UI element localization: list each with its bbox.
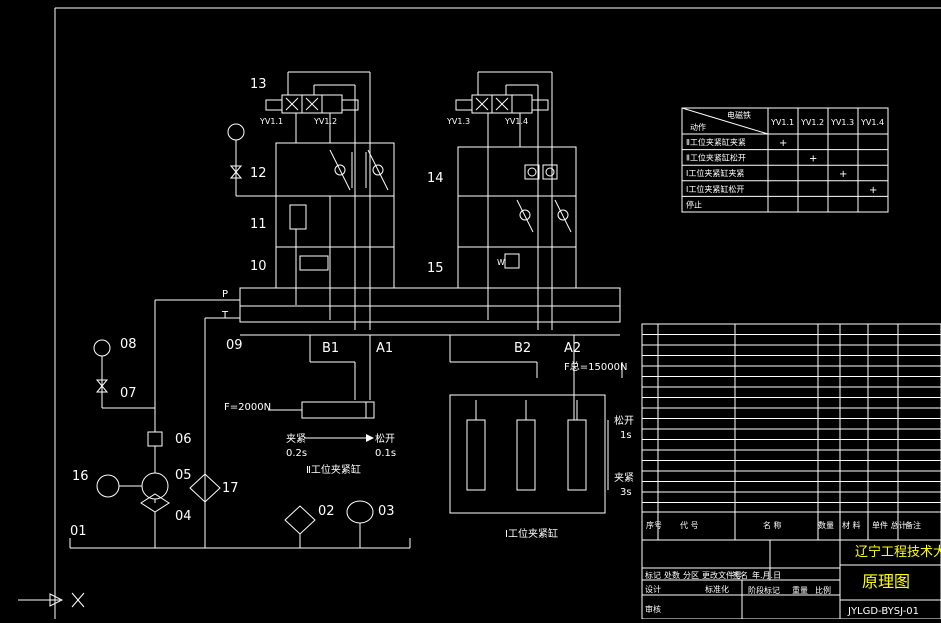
label-a1: A1 (376, 341, 393, 356)
label-08: 08 (120, 337, 137, 352)
label-11: 11 (250, 217, 267, 232)
label-04: 04 (175, 509, 192, 524)
left-valve-stack (227, 71, 395, 330)
table-corner-top: 电磁铁 (727, 110, 751, 120)
table-header-cell: YV1.2 (800, 118, 824, 127)
tb-header-qty: 数量 (818, 520, 834, 530)
cyl1-title: Ⅰ工位夹紧缸 (505, 527, 558, 540)
right-valve-stack (455, 71, 577, 330)
table-cell-mark: + (839, 169, 847, 180)
tb-header-seq: 序号 (646, 520, 662, 530)
cyl2-release: 松开 (375, 432, 395, 445)
table-header-cell: YV1.1 (770, 118, 794, 127)
tb-header-code: 代 号 (680, 520, 699, 530)
label-09: 09 (226, 338, 243, 353)
tb-sub-zone: 分区 (683, 571, 699, 580)
tb-sub-mark: 标记 (645, 570, 661, 580)
tb-drawing-title: 原理图 (862, 572, 910, 591)
tb-sub-weight: 重量 (792, 585, 808, 595)
pump-group (69, 339, 411, 549)
label-03: 03 (378, 504, 395, 519)
tb-sub-review: 审核 (645, 604, 661, 614)
label-yv11: YV1.1 (259, 117, 283, 126)
cyl2-release-time: 0.1s (375, 448, 396, 459)
label-yv14: YV1.4 (504, 117, 528, 126)
table-cell-mark: + (809, 154, 817, 165)
tb-sub-date: 年.月.日 (752, 570, 781, 580)
cyl1-clamp: 夹紧 (614, 471, 634, 484)
label-w: W (497, 258, 505, 267)
label-15: 15 (427, 261, 444, 276)
table-header-cell: YV1.4 (860, 118, 884, 127)
manifold-bars (154, 287, 621, 548)
tb-header-weight: 单件 总计 (872, 520, 907, 530)
label-t: T (221, 310, 229, 321)
tb-sub-stage: 阶段标记 (748, 585, 780, 595)
table-row-label: Ⅰ工位夹紧缸松开 (686, 184, 744, 194)
tb-drawing-number: JYLGD-BYSJ-01 (847, 606, 919, 617)
label-02: 02 (318, 504, 335, 519)
tb-header-name: 名 称 (763, 520, 782, 530)
label-14: 14 (427, 171, 444, 186)
tb-header-note: 备注 (905, 520, 921, 530)
tb-sub-doc: 更改文件号 (702, 570, 742, 580)
cyl2-title: Ⅱ工位夹紧缸 (306, 463, 361, 476)
tb-school: 辽宁工程技术大学 (855, 544, 941, 560)
title-block: 序号 代 号 名 称 数量 材 料 单件 总计 备注 标记 处数 分区 更改文件… (641, 323, 941, 620)
label-01: 01 (70, 524, 87, 539)
tb-sub-count: 处数 (664, 570, 680, 580)
table-cell-mark: + (779, 138, 787, 149)
label-16: 16 (72, 469, 89, 484)
label-05: 05 (175, 468, 192, 483)
table-header-cell: YV1.3 (830, 118, 854, 127)
cylinders-1 (449, 362, 623, 514)
tb-sub-sign: 签名 (732, 570, 748, 580)
label-b1: B1 (322, 341, 339, 356)
cyl2-clamp-time: 0.2s (286, 448, 307, 459)
table-row-label: Ⅱ工位夹紧缸松开 (686, 153, 746, 163)
component-labels: 13 12 11 10 14 15 08 07 06 05 04 16 17 0… (70, 77, 634, 540)
label-10: 10 (250, 259, 267, 274)
label-13: 13 (250, 77, 267, 92)
table-row-label: Ⅱ工位夹紧缸夹紧 (686, 137, 746, 147)
cyl1-clamp-time: 3s (620, 487, 632, 498)
tb-sub-scale: 比例 (815, 585, 831, 595)
label-a2: A2 (564, 341, 581, 356)
label-p: P (222, 289, 228, 300)
cylinder-2 (268, 401, 375, 442)
label-b2: B2 (514, 341, 531, 356)
table-corner-bottom: 动作 (690, 122, 706, 132)
label-yv12: YV1.2 (313, 117, 337, 126)
tb-header-material: 材 料 (842, 520, 861, 530)
table-cell-mark: + (869, 185, 877, 196)
tb-sub-design: 设计 (645, 584, 661, 594)
label-06: 06 (175, 432, 192, 447)
ucs-axis-icon (18, 592, 85, 608)
label-07: 07 (120, 386, 137, 401)
cyl1-release: 松开 (614, 414, 634, 427)
label-12: 12 (250, 166, 267, 181)
label-yv13: YV1.3 (446, 117, 470, 126)
cyl2-clamp: 夹紧 (286, 432, 306, 445)
cyl1-release-time: 1s (620, 430, 632, 441)
cyl2-force: F=2000N (224, 402, 271, 413)
table-row-label: Ⅰ工位夹紧缸夹紧 (686, 168, 744, 178)
cyl1-force: F总=15000N (564, 360, 627, 373)
label-17: 17 (222, 481, 239, 496)
tb-sub-standard: 标准化 (705, 584, 729, 594)
table-row-label: 停止 (686, 199, 702, 209)
